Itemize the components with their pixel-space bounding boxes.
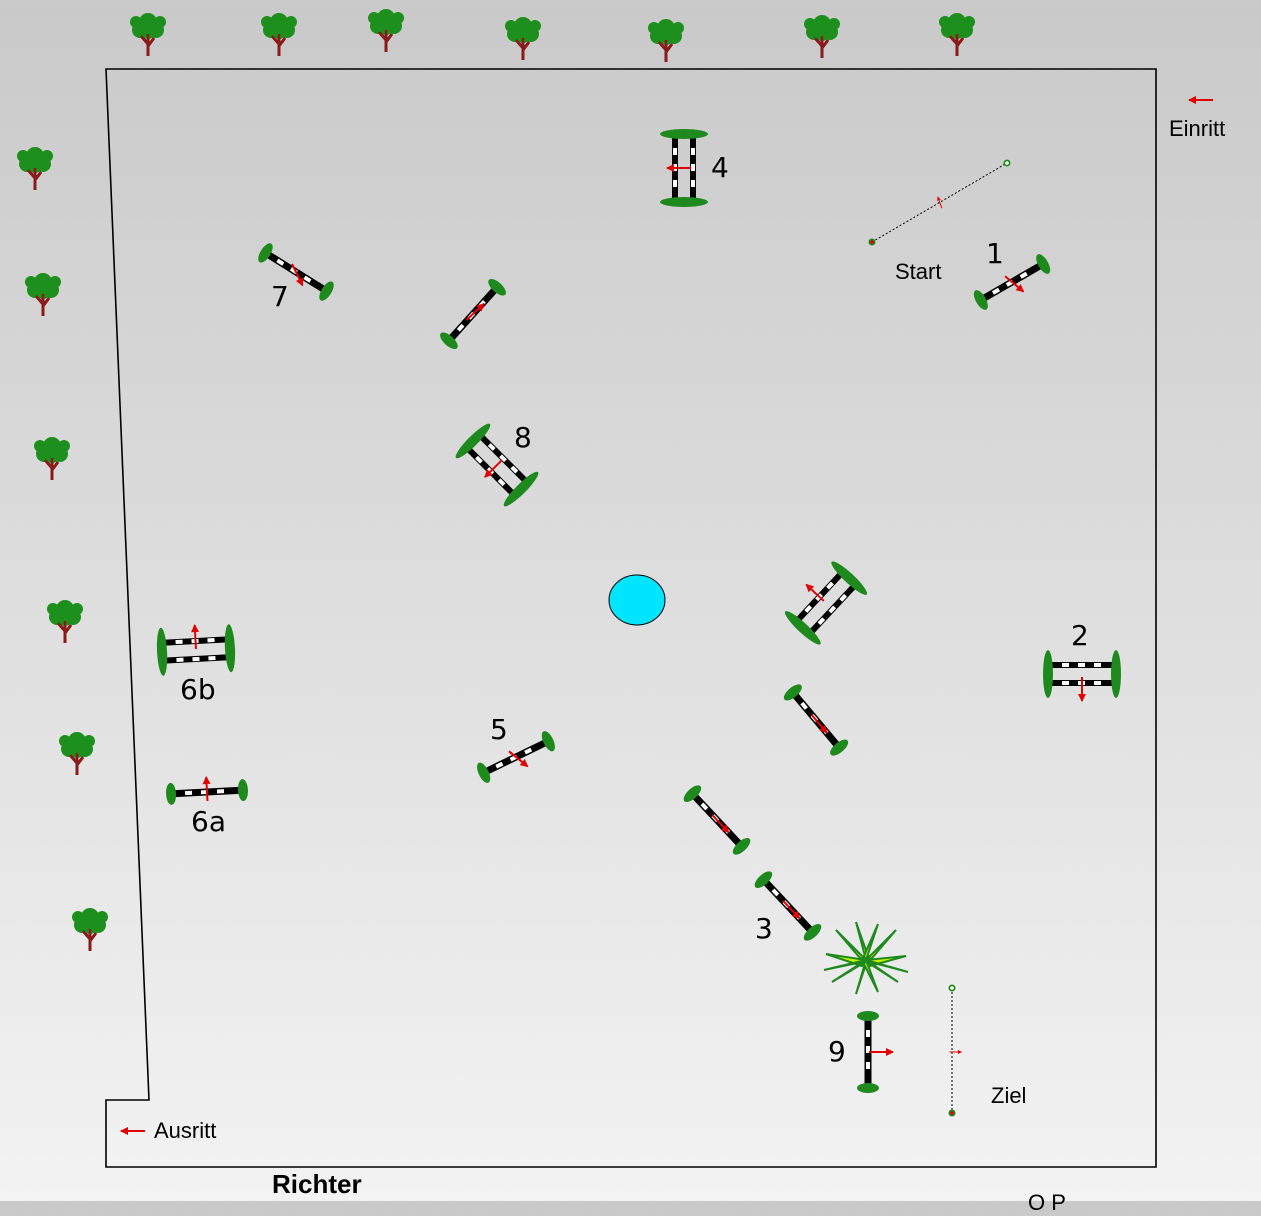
tree-icon — [646, 17, 686, 64]
water-pond — [608, 574, 666, 626]
tree-icon — [503, 15, 543, 62]
tree-icon — [128, 11, 168, 58]
fence-number-6a: 6a — [191, 805, 226, 838]
fence-number-2: 2 — [1071, 619, 1089, 652]
tree-icon — [23, 271, 63, 318]
tree-icon — [32, 435, 72, 482]
start-label: Start — [895, 259, 942, 284]
partial-text-bottom-right: O P — [1028, 1190, 1066, 1215]
judge-label: Richter — [272, 1169, 362, 1199]
fence-extra-a — [437, 276, 509, 352]
exit-label: Ausritt — [154, 1118, 217, 1143]
fence-number-1: 1 — [986, 237, 1004, 270]
fence-7 — [255, 240, 337, 304]
start-line — [868, 159, 1011, 246]
fence-number-9: 9 — [828, 1035, 846, 1068]
fence-6a — [165, 774, 249, 806]
fence-extra-b — [781, 681, 851, 759]
finish-line — [948, 984, 963, 1117]
fence-number-5: 5 — [490, 713, 508, 746]
fence-6b — [155, 622, 237, 677]
fence-number-6b: 6b — [180, 673, 216, 706]
tree-icon — [366, 7, 406, 54]
plant-icon — [823, 921, 909, 995]
arena-boundary — [105, 68, 1157, 1168]
tree-icon — [70, 906, 110, 953]
tree-icon — [259, 11, 299, 58]
fence-number-8: 8 — [514, 421, 532, 454]
fence-2 — [1043, 650, 1121, 703]
fence-number-4: 4 — [711, 151, 729, 184]
fence-3-extra — [680, 782, 754, 858]
fence-5 — [474, 729, 558, 785]
fence-9 — [857, 1011, 895, 1093]
tree-icon — [57, 730, 97, 777]
tree-icon — [802, 13, 842, 60]
tree-icon — [937, 11, 977, 58]
tree-icon — [15, 145, 55, 192]
arrow-icon — [1187, 95, 1214, 105]
fence-number-7: 7 — [271, 280, 289, 313]
finish-label: Ziel — [991, 1083, 1027, 1108]
fence-4 — [660, 129, 708, 207]
tree-icon — [45, 598, 85, 645]
fence-1 — [970, 251, 1054, 313]
arrow-icon — [119, 1126, 146, 1136]
fence-extra-oxer — [781, 558, 871, 648]
entry-label: Einritt — [1169, 116, 1226, 141]
fence-number-3: 3 — [755, 912, 773, 945]
